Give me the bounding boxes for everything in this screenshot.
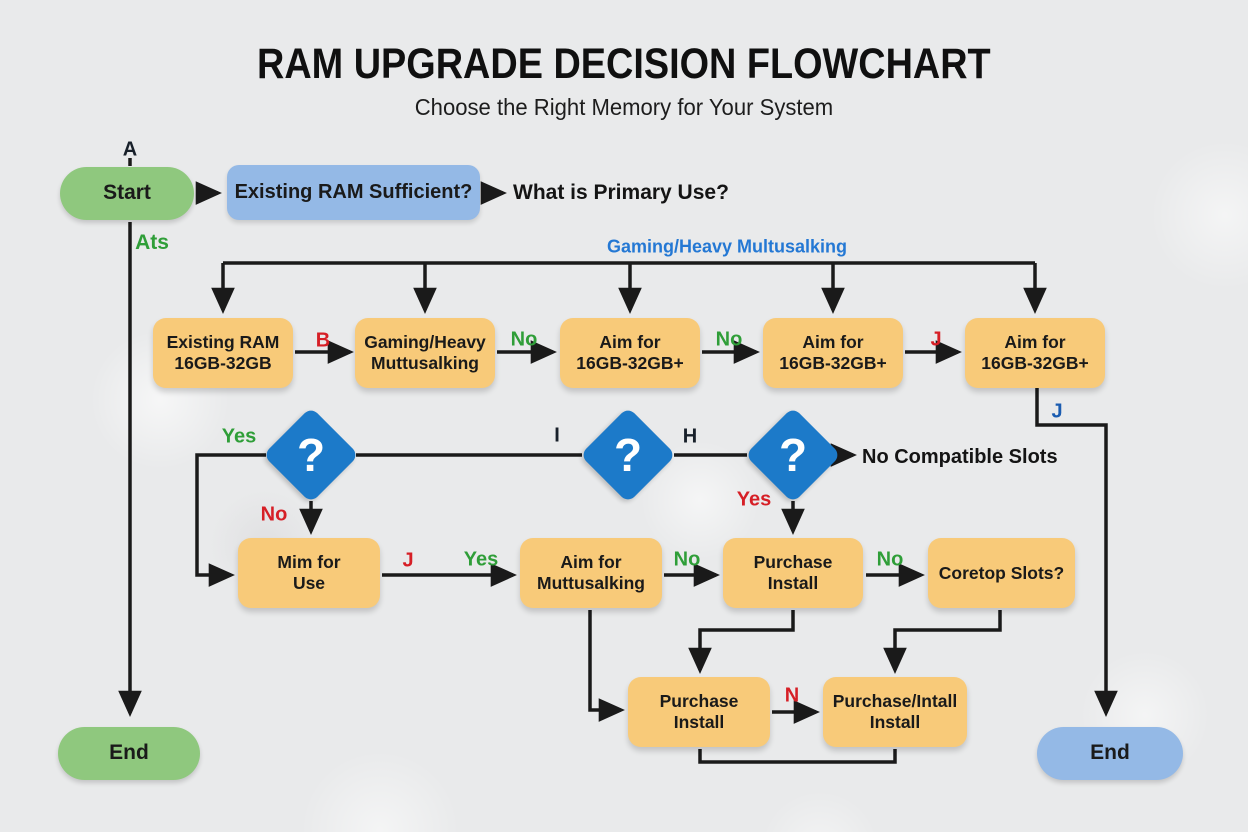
question-mark-icon: ? bbox=[778, 428, 808, 481]
edge-label-ats: Ats bbox=[135, 231, 169, 254]
row1-box-aim-2: Aim for 16GB-32GB+ bbox=[763, 318, 903, 388]
edge-label-row1-j: J bbox=[930, 328, 942, 351]
question-mark-icon: ? bbox=[296, 428, 326, 481]
row2-box-aim-muttusalking: Aim for Muttusalking bbox=[520, 538, 662, 608]
start-node: Start bbox=[60, 167, 194, 220]
edge-label-row2-yes: Yes bbox=[463, 548, 499, 571]
edge-label-h: H bbox=[682, 425, 698, 448]
edge-label-d1-yes: Yes bbox=[221, 425, 257, 448]
edge-label-row2-no-1: No bbox=[673, 548, 701, 571]
row1-box-existing-ram: Existing RAM 16GB-32GB bbox=[153, 318, 293, 388]
row3-box-purchase-install: Purchase Install bbox=[628, 677, 770, 747]
edge-label-j-blue: J bbox=[1051, 400, 1063, 423]
branch-header-label: Gaming/Heavy Multusalking bbox=[606, 236, 848, 257]
row1-box-gaming-heavy: Gaming/Heavy Muttusalking bbox=[355, 318, 495, 388]
edge-label-d3-yes: Yes bbox=[736, 488, 772, 511]
page-title: RAM UPGRADE DECISION FLOWCHART bbox=[257, 40, 991, 88]
question-mark-icon: ? bbox=[613, 428, 643, 481]
row2-box-purchase-install: Purchase Install bbox=[723, 538, 863, 608]
edge-label-d1-no: No bbox=[260, 503, 288, 526]
end-node-right: End bbox=[1037, 727, 1183, 780]
no-compatible-slots-label: No Compatible Slots bbox=[862, 446, 1058, 468]
edge-label-i: I bbox=[554, 424, 560, 447]
row2-box-mim-for-use: Mim for Use bbox=[238, 538, 380, 608]
row1-box-aim-3: Aim for 16GB-32GB+ bbox=[965, 318, 1105, 388]
edge-label-row3-n: N bbox=[784, 684, 800, 707]
edge-label-row1-no-2: No bbox=[715, 328, 743, 351]
ram-sufficient-node: Existing RAM Sufficient? bbox=[227, 165, 480, 220]
row1-box-aim-1: Aim for 16GB-32GB+ bbox=[560, 318, 700, 388]
edge-label-a: A bbox=[122, 138, 138, 161]
edge-label-row1-no-1: No bbox=[510, 328, 538, 351]
row2-box-coretop-slots: Coretop Slots? bbox=[928, 538, 1075, 608]
edge-label-row2-no-2: No bbox=[876, 548, 904, 571]
page-subtitle: Choose the Right Memory for Your System bbox=[414, 94, 834, 120]
end-node-left: End bbox=[58, 727, 200, 780]
edge-label-b: B bbox=[315, 329, 331, 352]
edge-label-row2-j: J bbox=[402, 549, 414, 572]
row3-box-purchase-intall-install: Purchase/Intall Install bbox=[823, 677, 967, 747]
primary-use-question: What is Primary Use? bbox=[513, 181, 729, 204]
